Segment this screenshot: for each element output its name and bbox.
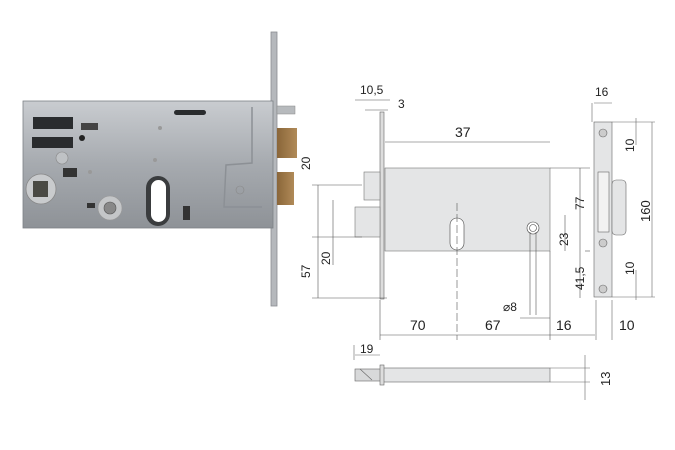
dim-77: 77 xyxy=(573,196,587,210)
dim-10-bottom-offset: 10 xyxy=(623,261,637,275)
dim-10-top: 10 xyxy=(623,138,637,152)
front-body xyxy=(384,167,551,252)
dim-3: 3 xyxy=(398,97,405,111)
top-slot xyxy=(174,110,206,115)
dim-20-upper: 20 xyxy=(299,156,313,170)
dim-70: 70 xyxy=(410,317,426,333)
dim-160: 160 xyxy=(638,200,653,222)
lock-photo xyxy=(22,31,297,307)
dim-hole-diameter: ⌀8 xyxy=(503,300,517,314)
dim-19: 19 xyxy=(360,342,374,356)
dim-20-lower: 20 xyxy=(319,251,333,265)
dim-10-bottom-width: 10 xyxy=(619,317,635,333)
slot-2 xyxy=(32,137,73,148)
latch-upper xyxy=(277,128,297,158)
latch-lower xyxy=(277,172,294,205)
dim-13: 13 xyxy=(598,372,613,386)
dim-67: 67 xyxy=(485,317,501,333)
dim-41-5: 41,5 xyxy=(573,266,587,290)
spindle-bar xyxy=(382,367,551,383)
dim-23: 23 xyxy=(557,232,571,246)
spindle-hole xyxy=(33,181,48,197)
dim-10-5: 10,5 xyxy=(360,83,384,97)
dim-16-faceplate: 16 xyxy=(595,85,609,99)
dead-bolt xyxy=(276,105,296,115)
dim-37: 37 xyxy=(455,124,471,140)
spindle-tip xyxy=(354,368,383,382)
slot-1 xyxy=(33,117,73,129)
dim-16-bottom: 16 xyxy=(556,317,572,333)
dim-57: 57 xyxy=(299,264,313,278)
